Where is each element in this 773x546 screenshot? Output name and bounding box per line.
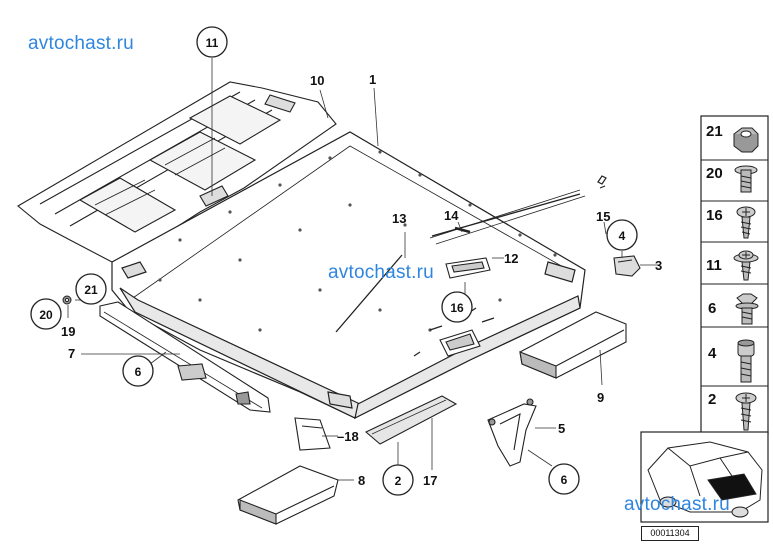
circle-16	[441, 291, 473, 323]
legend-label-4: 4	[708, 345, 717, 362]
label-11: 11	[206, 36, 219, 50]
label-10: 10	[310, 73, 324, 88]
label-20: 20	[39, 308, 53, 322]
circled-labels	[30, 26, 638, 496]
label-1: 1	[369, 72, 376, 87]
label-14: 14	[444, 208, 459, 223]
circle-21	[75, 273, 107, 305]
hex-nut-icon	[733, 127, 759, 153]
cover-on-floor	[439, 329, 481, 357]
bracket-3	[613, 255, 641, 277]
trim-piece-18	[294, 417, 331, 451]
part-labels: 1 10 13 14 15 3 12 7 19 9 5 –18 8 17	[61, 72, 662, 488]
label-6b: 6	[561, 473, 568, 487]
label-6a: 6	[135, 365, 142, 379]
legend-label-21: 21	[706, 123, 723, 140]
legend-label-11: 11	[706, 257, 722, 274]
leader-lines	[67, 58, 660, 481]
clip-15	[597, 175, 607, 189]
cargo-floor-panel-10	[17, 81, 337, 263]
label-2: 2	[395, 474, 402, 488]
circle-11	[196, 26, 228, 58]
trim-strip-14	[431, 193, 581, 237]
label-9: 9	[597, 390, 604, 405]
label-7: 7	[68, 346, 75, 361]
watermark-top-left: avtochast.ru	[28, 33, 134, 54]
side-rail-7	[99, 301, 271, 413]
car-location-thumbnail	[640, 431, 769, 523]
label-8: 8	[358, 473, 365, 488]
label-17: 17	[423, 473, 437, 488]
label-21: 21	[84, 283, 98, 297]
label-18: –18	[337, 429, 359, 444]
trim-strip-13	[335, 254, 403, 333]
cover-12	[445, 257, 491, 279]
legend-label-16: 16	[706, 207, 723, 224]
screw-with-washer-icon	[733, 250, 759, 281]
dashes-on-floor	[413, 307, 495, 357]
nut-and-screw-19-20-21	[62, 295, 72, 305]
bracket-5	[487, 398, 537, 467]
label-12: 12	[504, 251, 518, 266]
legend-label-6: 6	[708, 300, 716, 317]
label-5: 5	[558, 421, 565, 436]
label-16: 16	[450, 301, 464, 315]
tapping-screw-icon	[736, 206, 756, 239]
legend-label-20: 20	[706, 165, 723, 182]
trim-bar-2-17	[364, 395, 458, 445]
label-3: 3	[655, 258, 662, 273]
hex-bolt-icon	[735, 293, 759, 325]
trim-cover-9	[519, 311, 627, 379]
pan-head-screw-icon	[735, 392, 757, 431]
legend-label-2: 2	[708, 391, 716, 408]
circle-6b	[548, 463, 580, 495]
watermark-bottom-right: avtochast.ru	[624, 494, 730, 515]
fastener-legend: 21 20 16 11 6 4 2	[700, 115, 769, 435]
circle-6a	[122, 355, 154, 387]
label-19: 19	[61, 324, 75, 339]
diagram-number: 00011304	[641, 526, 699, 541]
watermark-center: avtochast.ru	[328, 262, 434, 283]
label-15: 15	[596, 209, 610, 224]
trim-cover-8	[237, 465, 339, 525]
circle-20	[30, 298, 62, 330]
floor-panel-holes	[158, 150, 557, 332]
circle-2	[382, 464, 414, 496]
label-13: 13	[392, 211, 406, 226]
circle-4	[606, 219, 638, 251]
label-4: 4	[619, 229, 626, 243]
circled-label-texts: 11 4 16 21 20 6 2 6	[39, 36, 625, 488]
flange-bolt-icon	[734, 165, 758, 193]
socket-bolt-icon	[737, 339, 755, 383]
